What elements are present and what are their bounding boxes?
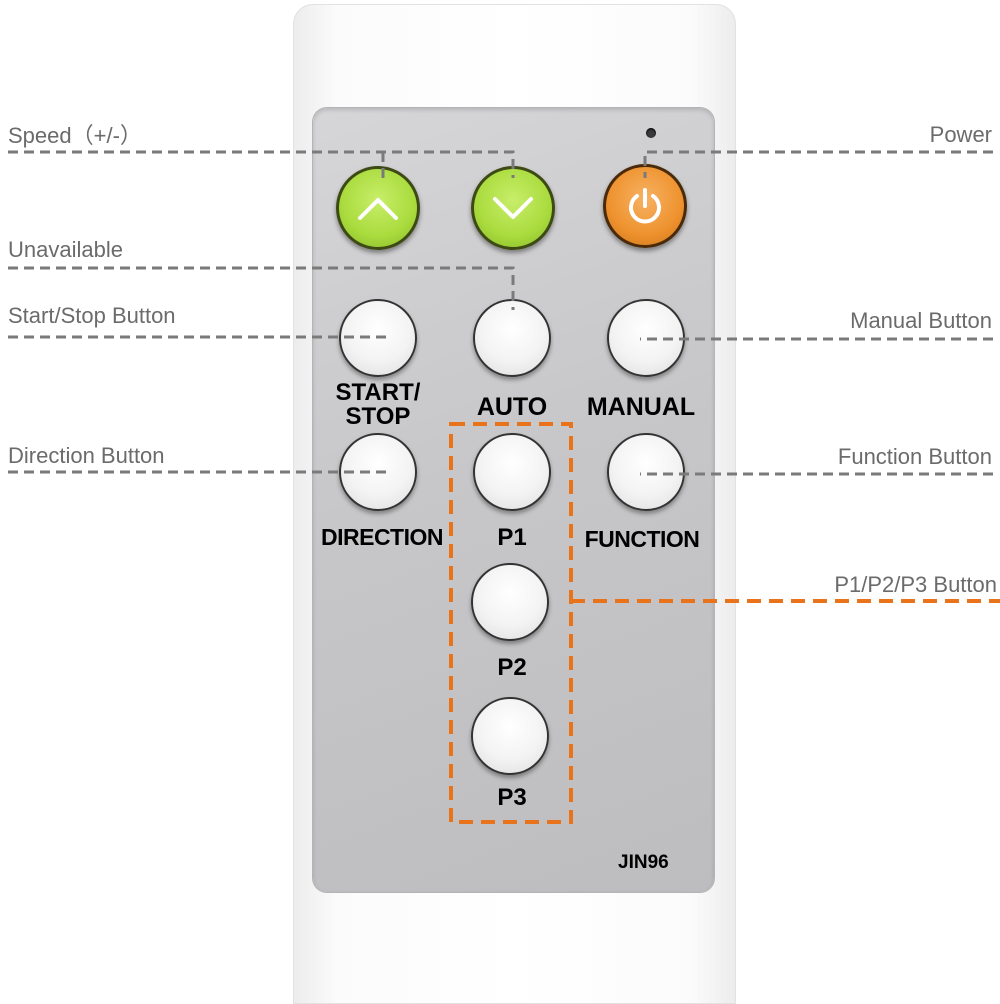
- p2-button[interactable]: [471, 563, 549, 641]
- p3-label: P3: [497, 784, 527, 811]
- function-button[interactable]: [607, 433, 685, 511]
- unavailable-callout: Unavailable: [8, 237, 123, 262]
- chevron-up-icon: [358, 198, 398, 220]
- model-label: JIN96: [618, 852, 669, 873]
- chevron-down-icon: [493, 197, 533, 219]
- p3-button[interactable]: [471, 697, 549, 775]
- function-callout: Function Button: [837, 444, 992, 469]
- indicator-led: [646, 128, 656, 138]
- unavailable-leader-line: [8, 266, 515, 310]
- start-stop-callout: Start/Stop Button: [8, 303, 176, 328]
- speed-callout: Speed（+/-）: [8, 123, 142, 148]
- power-leader-line: [643, 150, 993, 178]
- p1-button[interactable]: [473, 433, 551, 511]
- p2-label: P2: [497, 654, 527, 681]
- auto-label: AUTO: [476, 393, 548, 421]
- speed-up-button[interactable]: [336, 166, 420, 250]
- preset-highlight-box: [449, 422, 573, 824]
- manual-label: MANUAL: [586, 393, 696, 421]
- direction-label: DIRECTION: [321, 524, 444, 550]
- preset-callout: P1/P2/P3 Button: [834, 572, 997, 597]
- power-callout: Power: [929, 122, 992, 147]
- manual-callout: Manual Button: [850, 308, 992, 333]
- p1-label: P1: [497, 524, 527, 551]
- start-stop-label: START/ STOP: [335, 379, 421, 430]
- power-icon: [629, 188, 661, 224]
- function-label: FUNCTION: [584, 526, 700, 552]
- direction-callout: Direction Button: [8, 443, 165, 468]
- auto-button[interactable]: [473, 299, 551, 377]
- speed-leader-line: [8, 150, 515, 178]
